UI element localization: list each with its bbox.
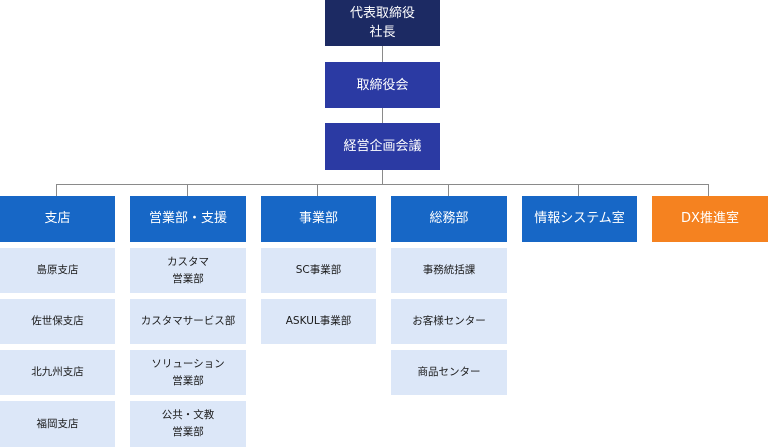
unit-box: 北九州支店: [0, 350, 115, 395]
unit-box: 事務統括課: [391, 248, 507, 293]
unit-box: 商品センター: [391, 350, 507, 395]
dept-label: 営業部・支援: [148, 211, 227, 226]
board-label: 取締役会: [356, 77, 409, 93]
council-label: 経営企画会議: [343, 139, 422, 154]
unit-label: SC事業部: [295, 264, 342, 276]
council-box: 経営企画会議: [325, 123, 440, 170]
unit-label: 佐世保支店: [31, 315, 84, 327]
unit-label: ASKUL事業部: [285, 315, 352, 327]
connector-drop-6: [708, 184, 709, 196]
unit-label: お客様センター: [412, 315, 486, 327]
board-box: 取締役会: [325, 62, 440, 108]
dept-label: 事業部: [298, 211, 338, 226]
dept-info-systems: 情報システム室: [522, 196, 637, 242]
connector-council-bus: [382, 170, 383, 184]
connector-drop-5: [578, 184, 579, 196]
dept-business: 事業部: [261, 196, 376, 242]
dept-label: 情報システム室: [534, 211, 625, 226]
connector-drop-1: [56, 184, 57, 196]
dept-general-affairs: 総務部: [391, 196, 507, 242]
unit-box: ASKUL事業部: [261, 299, 376, 344]
unit-box: 佐世保支店: [0, 299, 115, 344]
unit-box: 公共・文教 営業部: [130, 401, 246, 447]
dept-label: DX推進室: [681, 211, 739, 226]
unit-label: カスタマサービス部: [140, 315, 236, 327]
dept-label: 総務部: [429, 211, 469, 226]
dept-label: 支店: [44, 211, 71, 226]
connector-horizontal-bus: [56, 184, 709, 185]
unit-box: カスタマサービス部: [130, 299, 246, 344]
dept-sales-support: 営業部・支援: [130, 196, 246, 242]
unit-label: 北九州支店: [31, 366, 84, 378]
unit-label: ソリューション 営業部: [151, 357, 225, 387]
unit-box: カスタマ 営業部: [130, 248, 246, 293]
connector-board-council: [382, 108, 383, 123]
connector-president-board: [382, 46, 383, 62]
unit-label: 商品センター: [417, 366, 481, 378]
unit-label: 事務統括課: [422, 264, 476, 276]
president-label: 代表取締役 社長: [349, 6, 415, 40]
unit-label: 公共・文教 営業部: [161, 409, 215, 438]
unit-box: SC事業部: [261, 248, 376, 293]
unit-box: お客様センター: [391, 299, 507, 344]
dept-dx-promotion: DX推進室: [652, 196, 768, 242]
unit-box: ソリューション 営業部: [130, 350, 246, 395]
unit-label: カスタマ 営業部: [167, 255, 209, 285]
connector-drop-2: [187, 184, 188, 196]
connector-drop-4: [448, 184, 449, 196]
president-box: 代表取締役 社長: [325, 0, 440, 46]
unit-box: 島原支店: [0, 248, 115, 293]
unit-label: 島原支店: [36, 264, 79, 276]
unit-label: 福岡支店: [36, 417, 79, 430]
connector-drop-3: [317, 184, 318, 196]
dept-branches: 支店: [0, 196, 115, 242]
unit-box: 福岡支店: [0, 401, 115, 447]
